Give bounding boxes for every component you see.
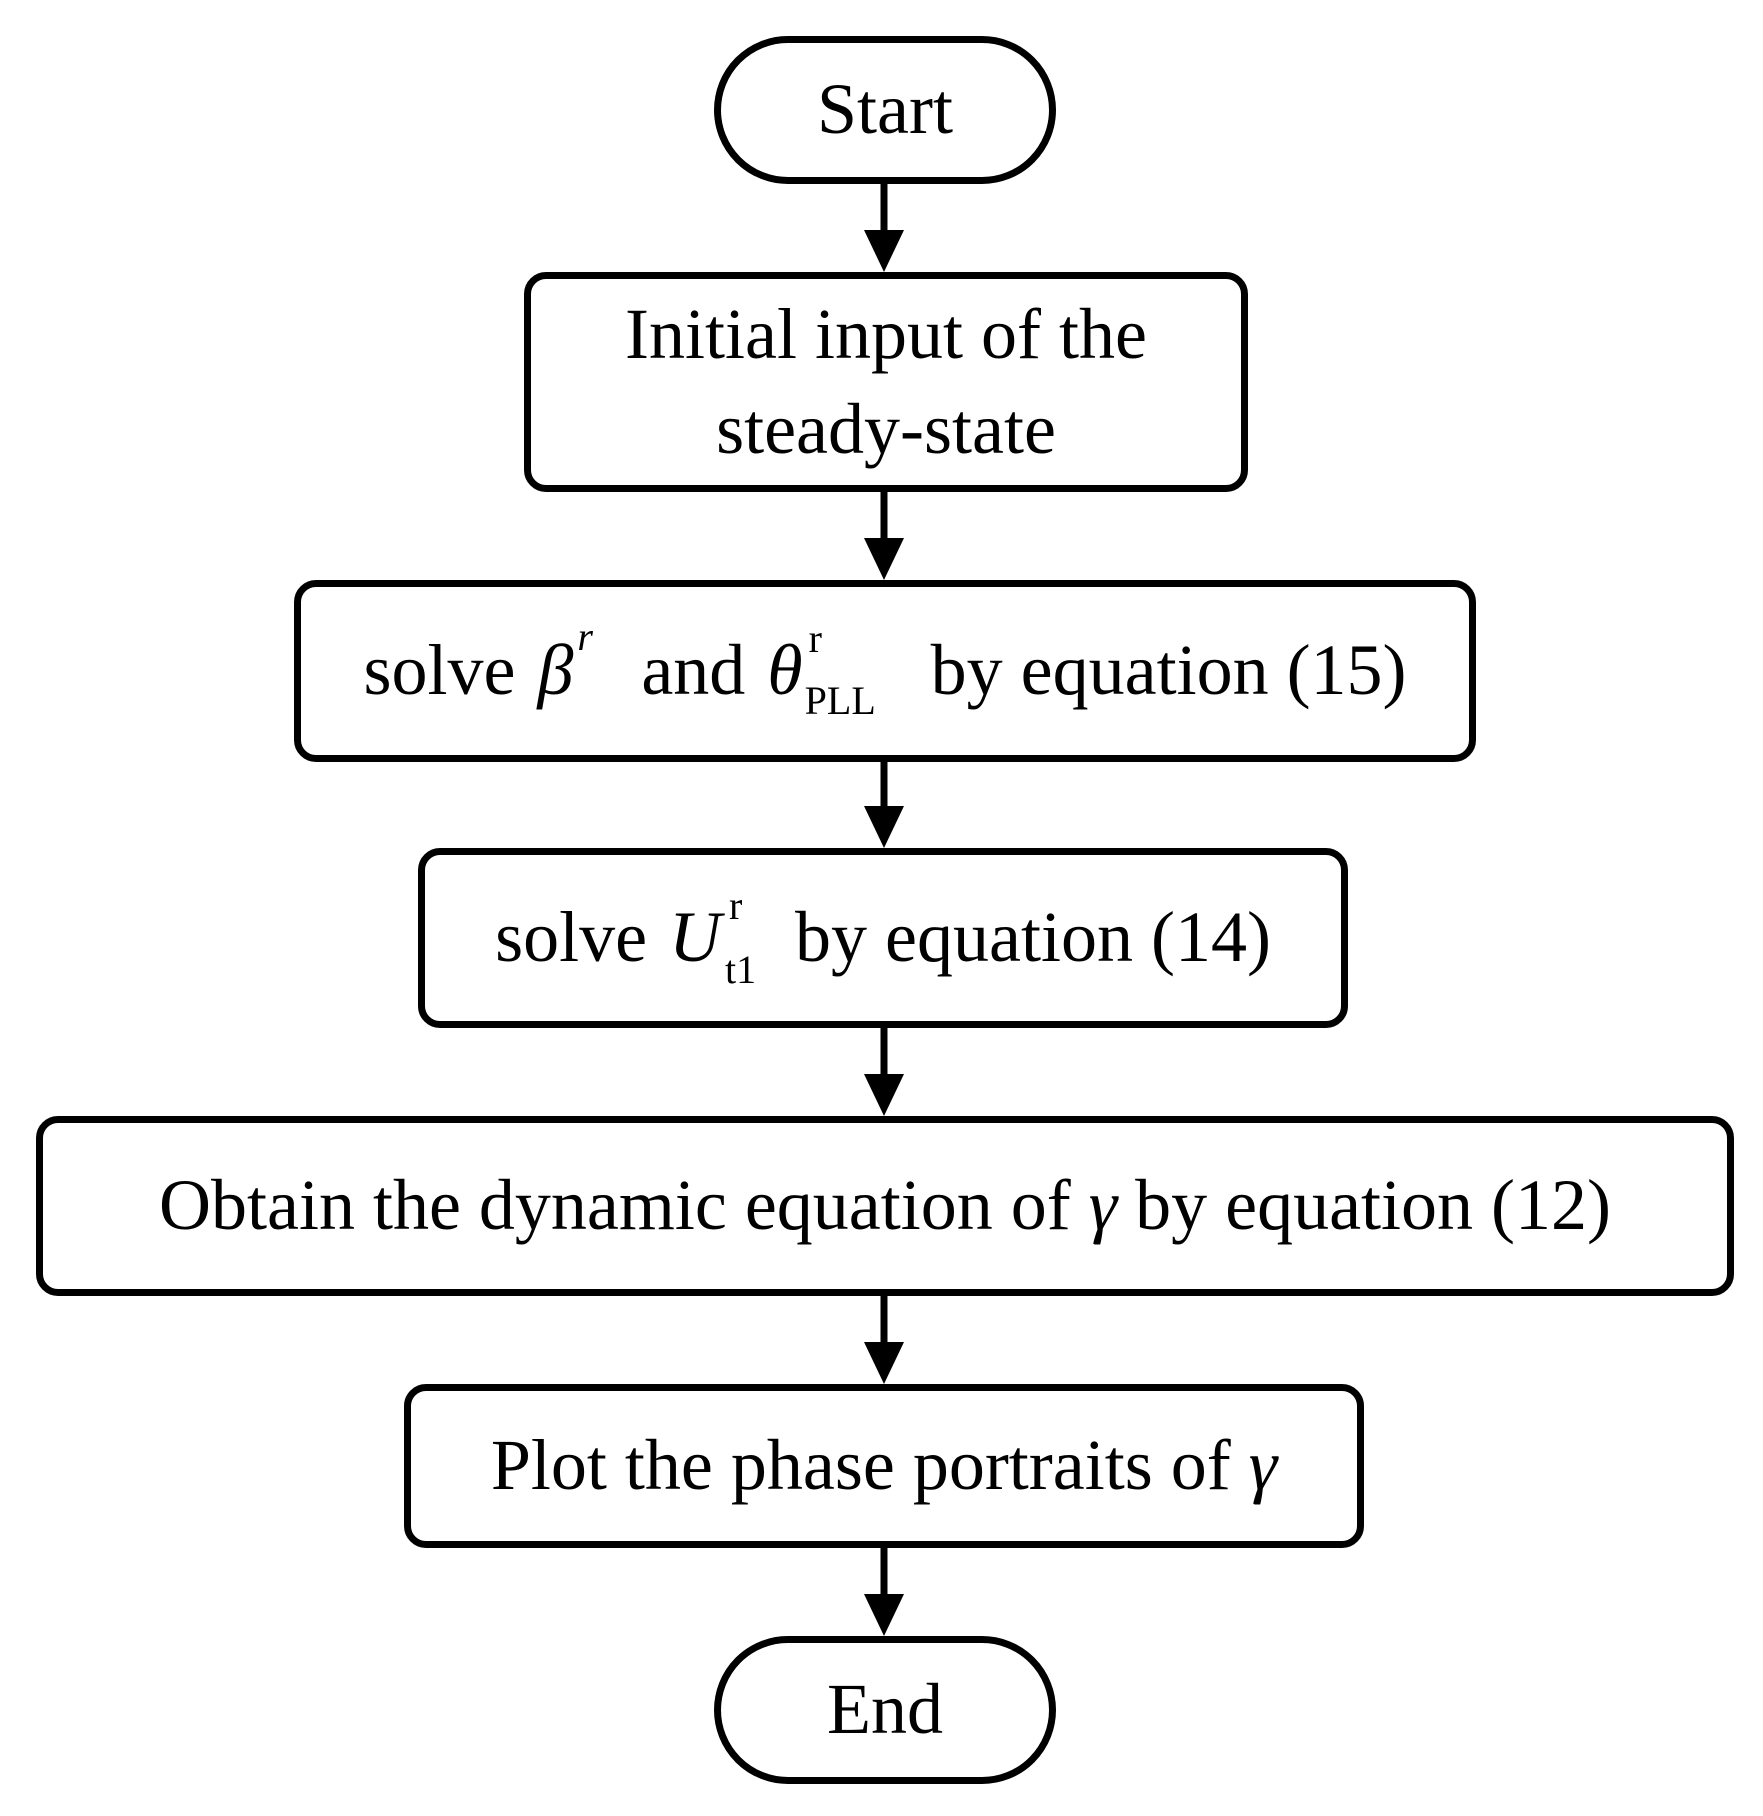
arrow-head: [864, 1594, 904, 1636]
initial-input-line-1: Initial input of the: [625, 293, 1147, 374]
solve-beta-theta-text: solve β r and θ r PLL by equation (15): [363, 617, 1407, 720]
plot-phase-text: Plot the phase portraits of γ: [491, 1418, 1277, 1513]
plot-phase-prefix: Plot the phase portraits of: [490, 1425, 1249, 1506]
u-symbol: U: [669, 897, 722, 978]
obtain-dynamic-text: Obtain the dynamic equation of γ by equa…: [159, 1158, 1611, 1253]
solve-beta-theta-node: solve β r and θ r PLL by equation (15): [294, 580, 1476, 762]
initial-input-node: Initial input of the steady-state: [524, 272, 1248, 492]
solve-beta-theta-suffix: by equation (15): [930, 630, 1407, 711]
theta-symbol-group: θ r PLL: [767, 619, 876, 720]
arrow-head: [864, 538, 904, 580]
beta-superscript: r: [577, 614, 593, 660]
solve-beta-theta-prefix: solve: [363, 630, 534, 711]
gamma-symbol: γ: [1248, 1425, 1278, 1506]
beta-symbol: β: [537, 630, 574, 711]
obtain-dynamic-node: Obtain the dynamic equation of γ by equa…: [36, 1116, 1734, 1296]
plot-phase-node: Plot the phase portraits of γ: [404, 1384, 1364, 1548]
solve-u-node: solve U r t1 by equation (14): [418, 848, 1348, 1028]
u-subscript: t1: [725, 946, 757, 992]
arrow-head: [864, 1074, 904, 1116]
solve-u-suffix: by equation (14): [795, 897, 1271, 978]
initial-input-line-2: steady-state: [716, 389, 1056, 469]
start-node: Start: [714, 36, 1056, 184]
theta-symbol: θ: [767, 630, 803, 711]
end-node: End: [714, 1636, 1056, 1784]
obtain-dynamic-prefix: Obtain the dynamic equation of: [159, 1165, 1089, 1246]
theta-subscript: PLL: [804, 677, 876, 723]
solve-beta-theta-middle: and: [641, 630, 764, 711]
arrow-head: [864, 230, 904, 272]
end-label: End: [827, 1669, 943, 1750]
gamma-symbol: γ: [1088, 1165, 1118, 1246]
arrow-head: [864, 1342, 904, 1384]
u-symbol-group: U r t1: [669, 886, 756, 989]
arrow-head: [864, 806, 904, 848]
beta-symbol-group: β r: [537, 617, 592, 718]
solve-u-text: solve U r t1 by equation (14): [495, 886, 1271, 989]
start-label: Start: [817, 69, 953, 150]
theta-superscript: r: [808, 616, 822, 662]
u-superscript: r: [729, 883, 743, 929]
obtain-dynamic-suffix: by equation (12): [1117, 1165, 1611, 1246]
solve-u-prefix: solve: [495, 897, 666, 978]
